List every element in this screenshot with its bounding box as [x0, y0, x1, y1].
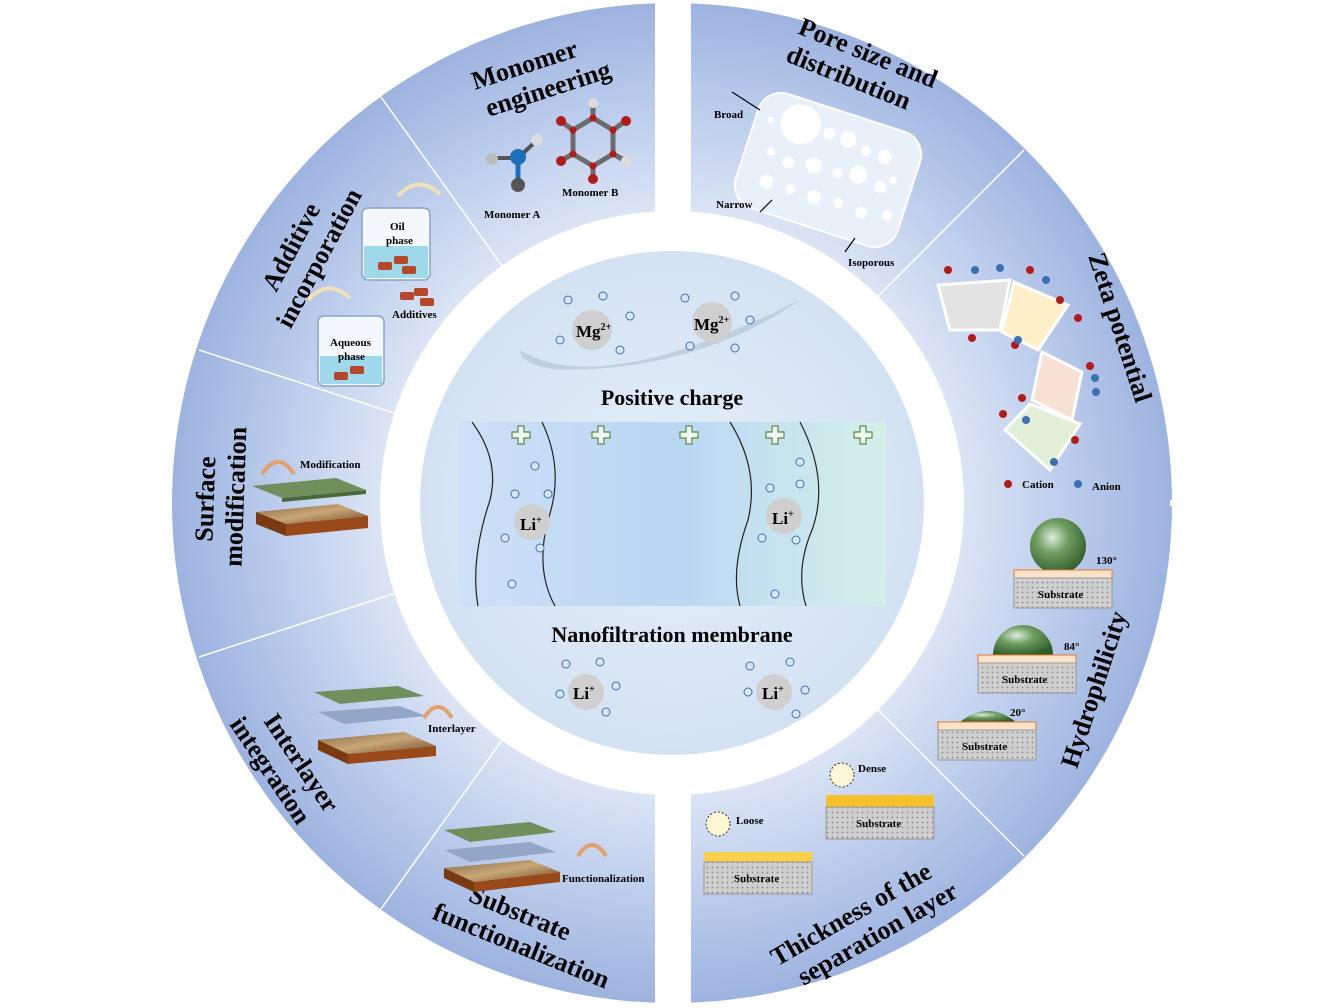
- interlayer-stack-icon: [314, 686, 436, 764]
- flow-swoosh: [520, 300, 800, 370]
- zeta-anion-label: Anion: [1092, 481, 1121, 493]
- svg-text:Li+: Li+: [762, 684, 784, 703]
- svg-text:Li+: Li+: [520, 515, 542, 534]
- zeta-cation-label: Cation: [1022, 479, 1054, 491]
- monomer-b-label: Monomer B: [562, 187, 619, 199]
- droplet-20-icon: [960, 711, 1016, 722]
- surface-label: Modification: [300, 459, 361, 471]
- center-panel: Mg2+ Mg2+ Positive charge Li+ Li+: [458, 291, 886, 719]
- positive-charge-label: Positive charge: [601, 385, 744, 410]
- segment-monomer: Monomer engineering: [468, 34, 631, 221]
- surface-stack-icon: [252, 478, 368, 536]
- gap-horizontal-right: [1170, 500, 1230, 506]
- aqueous-arrow-icon: [306, 286, 352, 302]
- pore-isoporous-label: Isoporous: [848, 257, 895, 269]
- aqueous-beaker-icon: [317, 315, 385, 387]
- modification-arrow-icon: [260, 460, 296, 476]
- droplet-84-icon: [993, 625, 1053, 655]
- hydro-substrate-1: Substrate: [1038, 589, 1083, 601]
- hydro-angle-84: 84°: [1064, 641, 1079, 653]
- monomer-b-atoms: [556, 98, 631, 184]
- water-molecules-top: [555, 291, 755, 355]
- aqueous-phase-label-1: Aqueous: [330, 337, 372, 349]
- substrate-func-label: Functionalization: [562, 873, 645, 885]
- pore-plate: [733, 91, 923, 249]
- li-ion-channel-2: [766, 498, 802, 534]
- oil-phase-label-2: phase: [386, 235, 413, 247]
- loose-icon: [705, 811, 731, 837]
- li-ion-bottom-1: [568, 674, 604, 710]
- svg-text:Li+: Li+: [772, 509, 794, 528]
- segment-surface: Surface modification Modification: [189, 425, 368, 568]
- mg-ion-2: [692, 302, 732, 342]
- pore-narrow-label: Narrow: [716, 199, 753, 211]
- membrane-label: Nanofiltration membrane: [551, 622, 793, 647]
- hydro-substrate-3: Substrate: [962, 741, 1007, 753]
- svg-text:Mg2+: Mg2+: [694, 315, 730, 334]
- droplet-130-icon: [1030, 518, 1086, 574]
- oil-phase-label-1: Oil: [390, 221, 405, 233]
- thickness-dense-label: Dense: [858, 763, 886, 775]
- additives-icon: [400, 288, 434, 306]
- li-ion-channel-1: [514, 504, 550, 540]
- aqueous-phase-label-2: phase: [338, 351, 365, 363]
- li-ion-bottom-2: [756, 674, 792, 710]
- plus-signs: [511, 425, 873, 445]
- thickness-substrate-1: Substrate: [856, 818, 901, 830]
- zeta-cations: [944, 266, 1094, 488]
- interlayer-arrow-icon: [422, 705, 454, 720]
- hydro-angle-130: 130°: [1096, 555, 1117, 567]
- svg-text:Li+: Li+: [573, 684, 595, 703]
- thickness-loose-label: Loose: [736, 815, 764, 827]
- oil-beaker-icon: [361, 207, 431, 281]
- thickness-substrate-2: Substrate: [734, 873, 779, 885]
- pore-broad-label: Broad: [714, 109, 743, 121]
- interlayer-label: Interlayer: [428, 723, 476, 735]
- mg-ion-1: [572, 310, 612, 350]
- surface-title-1: Surface: [189, 456, 221, 542]
- monomer-a-icon: [486, 134, 543, 192]
- monomer-a-label: Monomer A: [484, 209, 540, 221]
- oil-arrow-icon: [396, 182, 442, 198]
- hydro-angle-20: 20°: [1010, 707, 1025, 719]
- water-molecules-bottom: [555, 657, 810, 719]
- additives-label: Additives: [392, 309, 437, 321]
- svg-text:Mg2+: Mg2+: [576, 322, 612, 341]
- svg-text:Surface modification: Surface modification: [189, 425, 253, 568]
- functionalization-arrow-icon: [576, 843, 608, 858]
- dense-icon: [829, 762, 855, 788]
- water-molecules-channel: [500, 457, 805, 599]
- zeta-anions: [971, 264, 1100, 488]
- hydro-substrate-2: Substrate: [1002, 674, 1047, 686]
- surface-title-2: modification: [219, 426, 253, 568]
- substrate-func-stack-icon: [444, 822, 560, 892]
